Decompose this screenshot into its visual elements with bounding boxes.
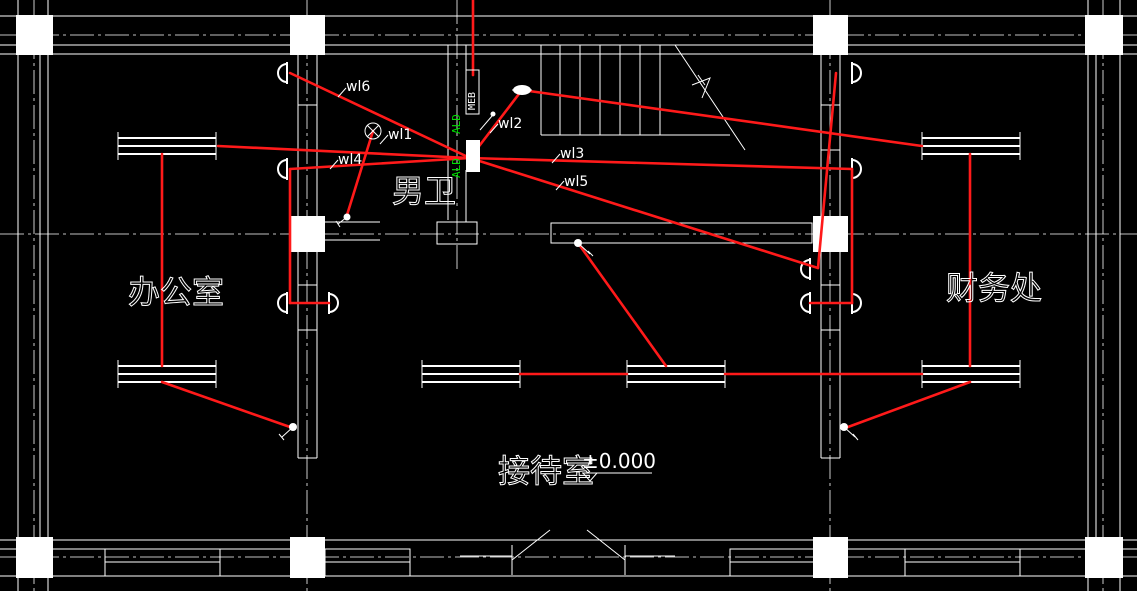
circuit-label-wl4: wl4 xyxy=(338,152,362,168)
column xyxy=(1085,537,1123,578)
stair-lamp-icon xyxy=(512,85,532,95)
column xyxy=(16,15,53,55)
column xyxy=(16,537,53,578)
fixtures xyxy=(278,85,859,441)
wall-lamp-icon xyxy=(851,158,862,180)
circuit-label-wl3: wl3 xyxy=(560,146,584,162)
room-label-reception: 接待室 xyxy=(498,452,594,490)
circuit-label-wl1: wl1 xyxy=(388,127,412,143)
wall-lamp-icon xyxy=(851,292,862,314)
wall-lamp-icon xyxy=(800,258,811,280)
switch-icon xyxy=(840,423,859,441)
wall-lamp-icon xyxy=(800,292,811,314)
elevation-mark: ±0.000 xyxy=(582,449,656,473)
panel-label-sub: MEB xyxy=(467,92,478,110)
panel-label-main: ALD xyxy=(450,114,463,134)
room-label-finance: 财务处 xyxy=(946,269,1042,307)
interior-walls xyxy=(297,44,841,459)
window-office-top xyxy=(117,132,217,160)
wall-lamp-icon xyxy=(277,62,288,84)
column xyxy=(813,537,848,578)
switch-icon xyxy=(574,239,594,257)
ceiling-lamp-icon xyxy=(364,122,382,140)
window-reception-left xyxy=(421,360,521,388)
wiring xyxy=(160,0,972,429)
switch-icon xyxy=(335,213,351,228)
room-labels: 办公室 财务处 男卫 接待室 ±0.000 xyxy=(128,172,1043,491)
column xyxy=(290,15,325,55)
window-office-bottom xyxy=(117,360,217,388)
switch-icon xyxy=(479,111,496,131)
panel-label-sub2: ALD xyxy=(450,158,463,178)
column xyxy=(290,537,325,578)
bottom-openings xyxy=(104,529,1021,577)
column xyxy=(1085,15,1123,55)
window-reception-right xyxy=(626,360,726,388)
staircase xyxy=(540,44,746,151)
circuit-label-wl6: wl6 xyxy=(346,79,370,95)
circuit-label-wl5: wl5 xyxy=(564,174,588,190)
room-label-toilet: 男卫 xyxy=(392,172,456,210)
wall-lamp-icon xyxy=(328,292,339,314)
column xyxy=(290,216,325,252)
switch-icon xyxy=(278,423,297,441)
structural-columns xyxy=(16,15,1123,578)
windows xyxy=(117,132,1021,388)
wall-lamp-icon xyxy=(277,292,288,314)
wall-lamp-icon xyxy=(277,158,288,180)
room-label-office: 办公室 xyxy=(128,273,224,311)
circuit-label-wl2: wl2 xyxy=(498,116,522,132)
distribution-panel: MEB ALD ALD xyxy=(450,69,480,178)
column xyxy=(813,216,848,252)
column xyxy=(813,15,848,55)
wall-lamp-icon xyxy=(851,62,862,84)
circuit-labels: wl6 wl1 wl4 wl2 wl3 wl5 xyxy=(329,79,588,191)
